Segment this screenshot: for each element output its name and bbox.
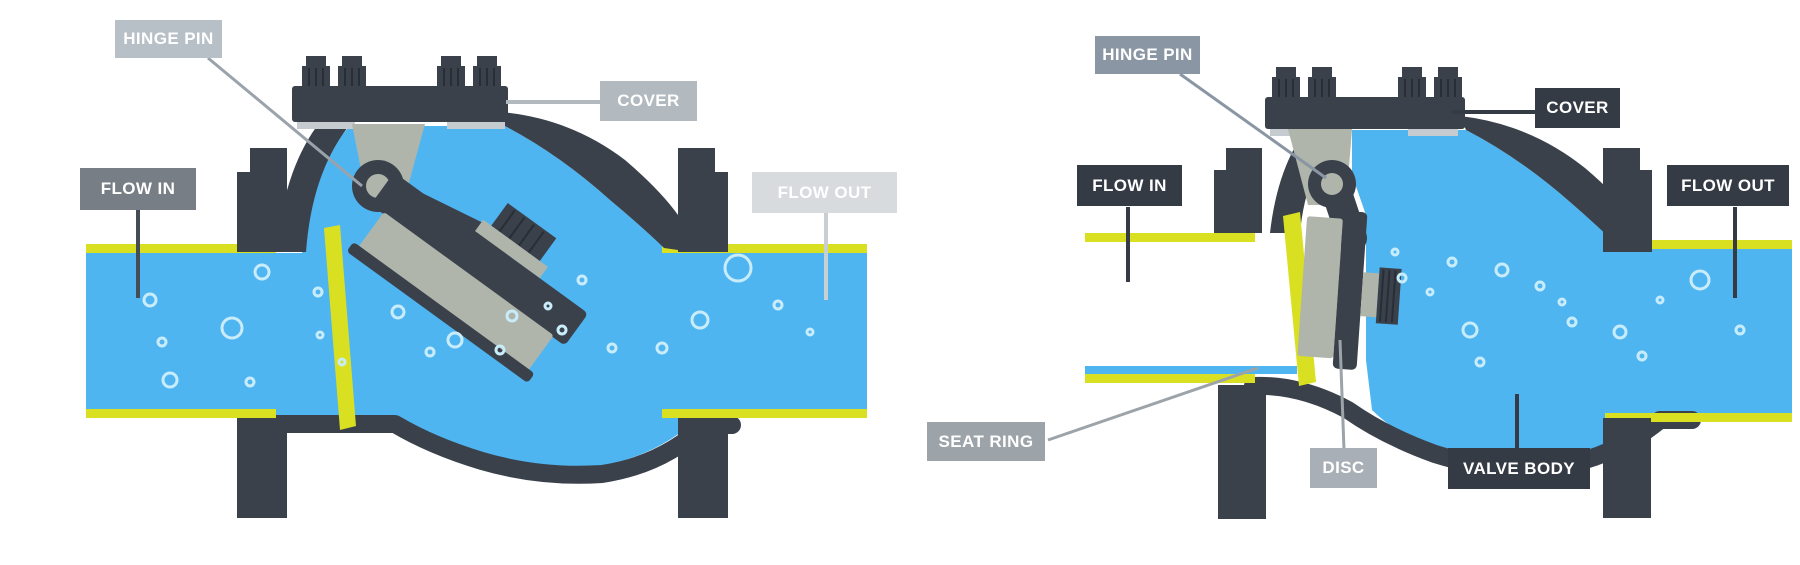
bonnet-neck-left xyxy=(276,122,352,252)
label-flow-in-closed: FLOW IN xyxy=(1077,165,1182,206)
label-flow-out-open: FLOW OUT xyxy=(752,172,897,213)
upper-flange-left-closed xyxy=(1214,148,1262,233)
label-flow-out-closed: FLOW OUT xyxy=(1667,165,1789,206)
leader-seat-ring xyxy=(1047,366,1259,442)
outlet-gasket-top xyxy=(662,244,867,253)
bubbles-closed xyxy=(1390,247,1746,368)
cover-bolts-closed xyxy=(1272,67,1462,99)
foot-flange-left xyxy=(237,418,287,518)
foot-flange-right-closed xyxy=(1603,418,1651,518)
label-hinge-pin-closed: HINGE PIN xyxy=(1095,36,1200,74)
water-flow-closed xyxy=(1352,130,1792,464)
label-cover-closed: COVER xyxy=(1535,88,1620,128)
cover-bolts xyxy=(302,56,501,88)
label-cover-open: COVER xyxy=(600,81,697,121)
leader-hinge-pin-open xyxy=(207,56,363,188)
body-arch-right-closed xyxy=(1460,116,1635,252)
outlet-gasket-bottom-closed xyxy=(1605,413,1792,422)
foot-flange-left-closed xyxy=(1218,385,1266,519)
seat-ring-open xyxy=(324,225,356,430)
disc-open xyxy=(348,174,587,382)
valve-body-bottom-right xyxy=(1244,376,1701,478)
leader-disc xyxy=(1338,339,1346,451)
hinge-pin-center-closed xyxy=(1321,173,1343,195)
label-flow-in-open: FLOW IN xyxy=(80,168,196,210)
valve-closed-graphic xyxy=(1047,67,1792,519)
label-hinge-pin-open: HINGE PIN xyxy=(115,20,222,58)
label-valve-body: VALVE BODY xyxy=(1448,448,1590,489)
upper-flange-right xyxy=(678,148,728,252)
body-arch-right xyxy=(500,112,678,250)
inlet-water-film xyxy=(1085,366,1297,374)
inlet-gasket-bottom xyxy=(86,409,276,418)
bubbles-open xyxy=(142,253,815,389)
valve-open-graphic xyxy=(86,56,867,518)
label-disc: DISC xyxy=(1310,448,1377,488)
disc-closed xyxy=(1297,211,1402,370)
valve-body-bottom-left xyxy=(253,415,741,484)
inlet-gasket-bottom-closed xyxy=(1085,374,1255,383)
cover-plate xyxy=(292,86,508,122)
inlet-gasket-top-closed xyxy=(1085,233,1255,242)
outlet-gasket-top-closed xyxy=(1605,240,1792,249)
cover-gasket-right-closed xyxy=(1408,129,1458,136)
outlet-gasket-bottom xyxy=(662,409,867,418)
inlet-gasket-top xyxy=(86,244,276,253)
label-seat-ring: SEAT RING xyxy=(927,422,1045,461)
foot-flange-right xyxy=(678,418,728,518)
cover-gasket-left xyxy=(297,122,355,129)
leader-hinge-pin-closed xyxy=(1179,72,1327,180)
cover-plate-closed xyxy=(1265,97,1465,129)
cover-gasket-right xyxy=(447,122,505,129)
upper-flange-left xyxy=(237,148,287,252)
